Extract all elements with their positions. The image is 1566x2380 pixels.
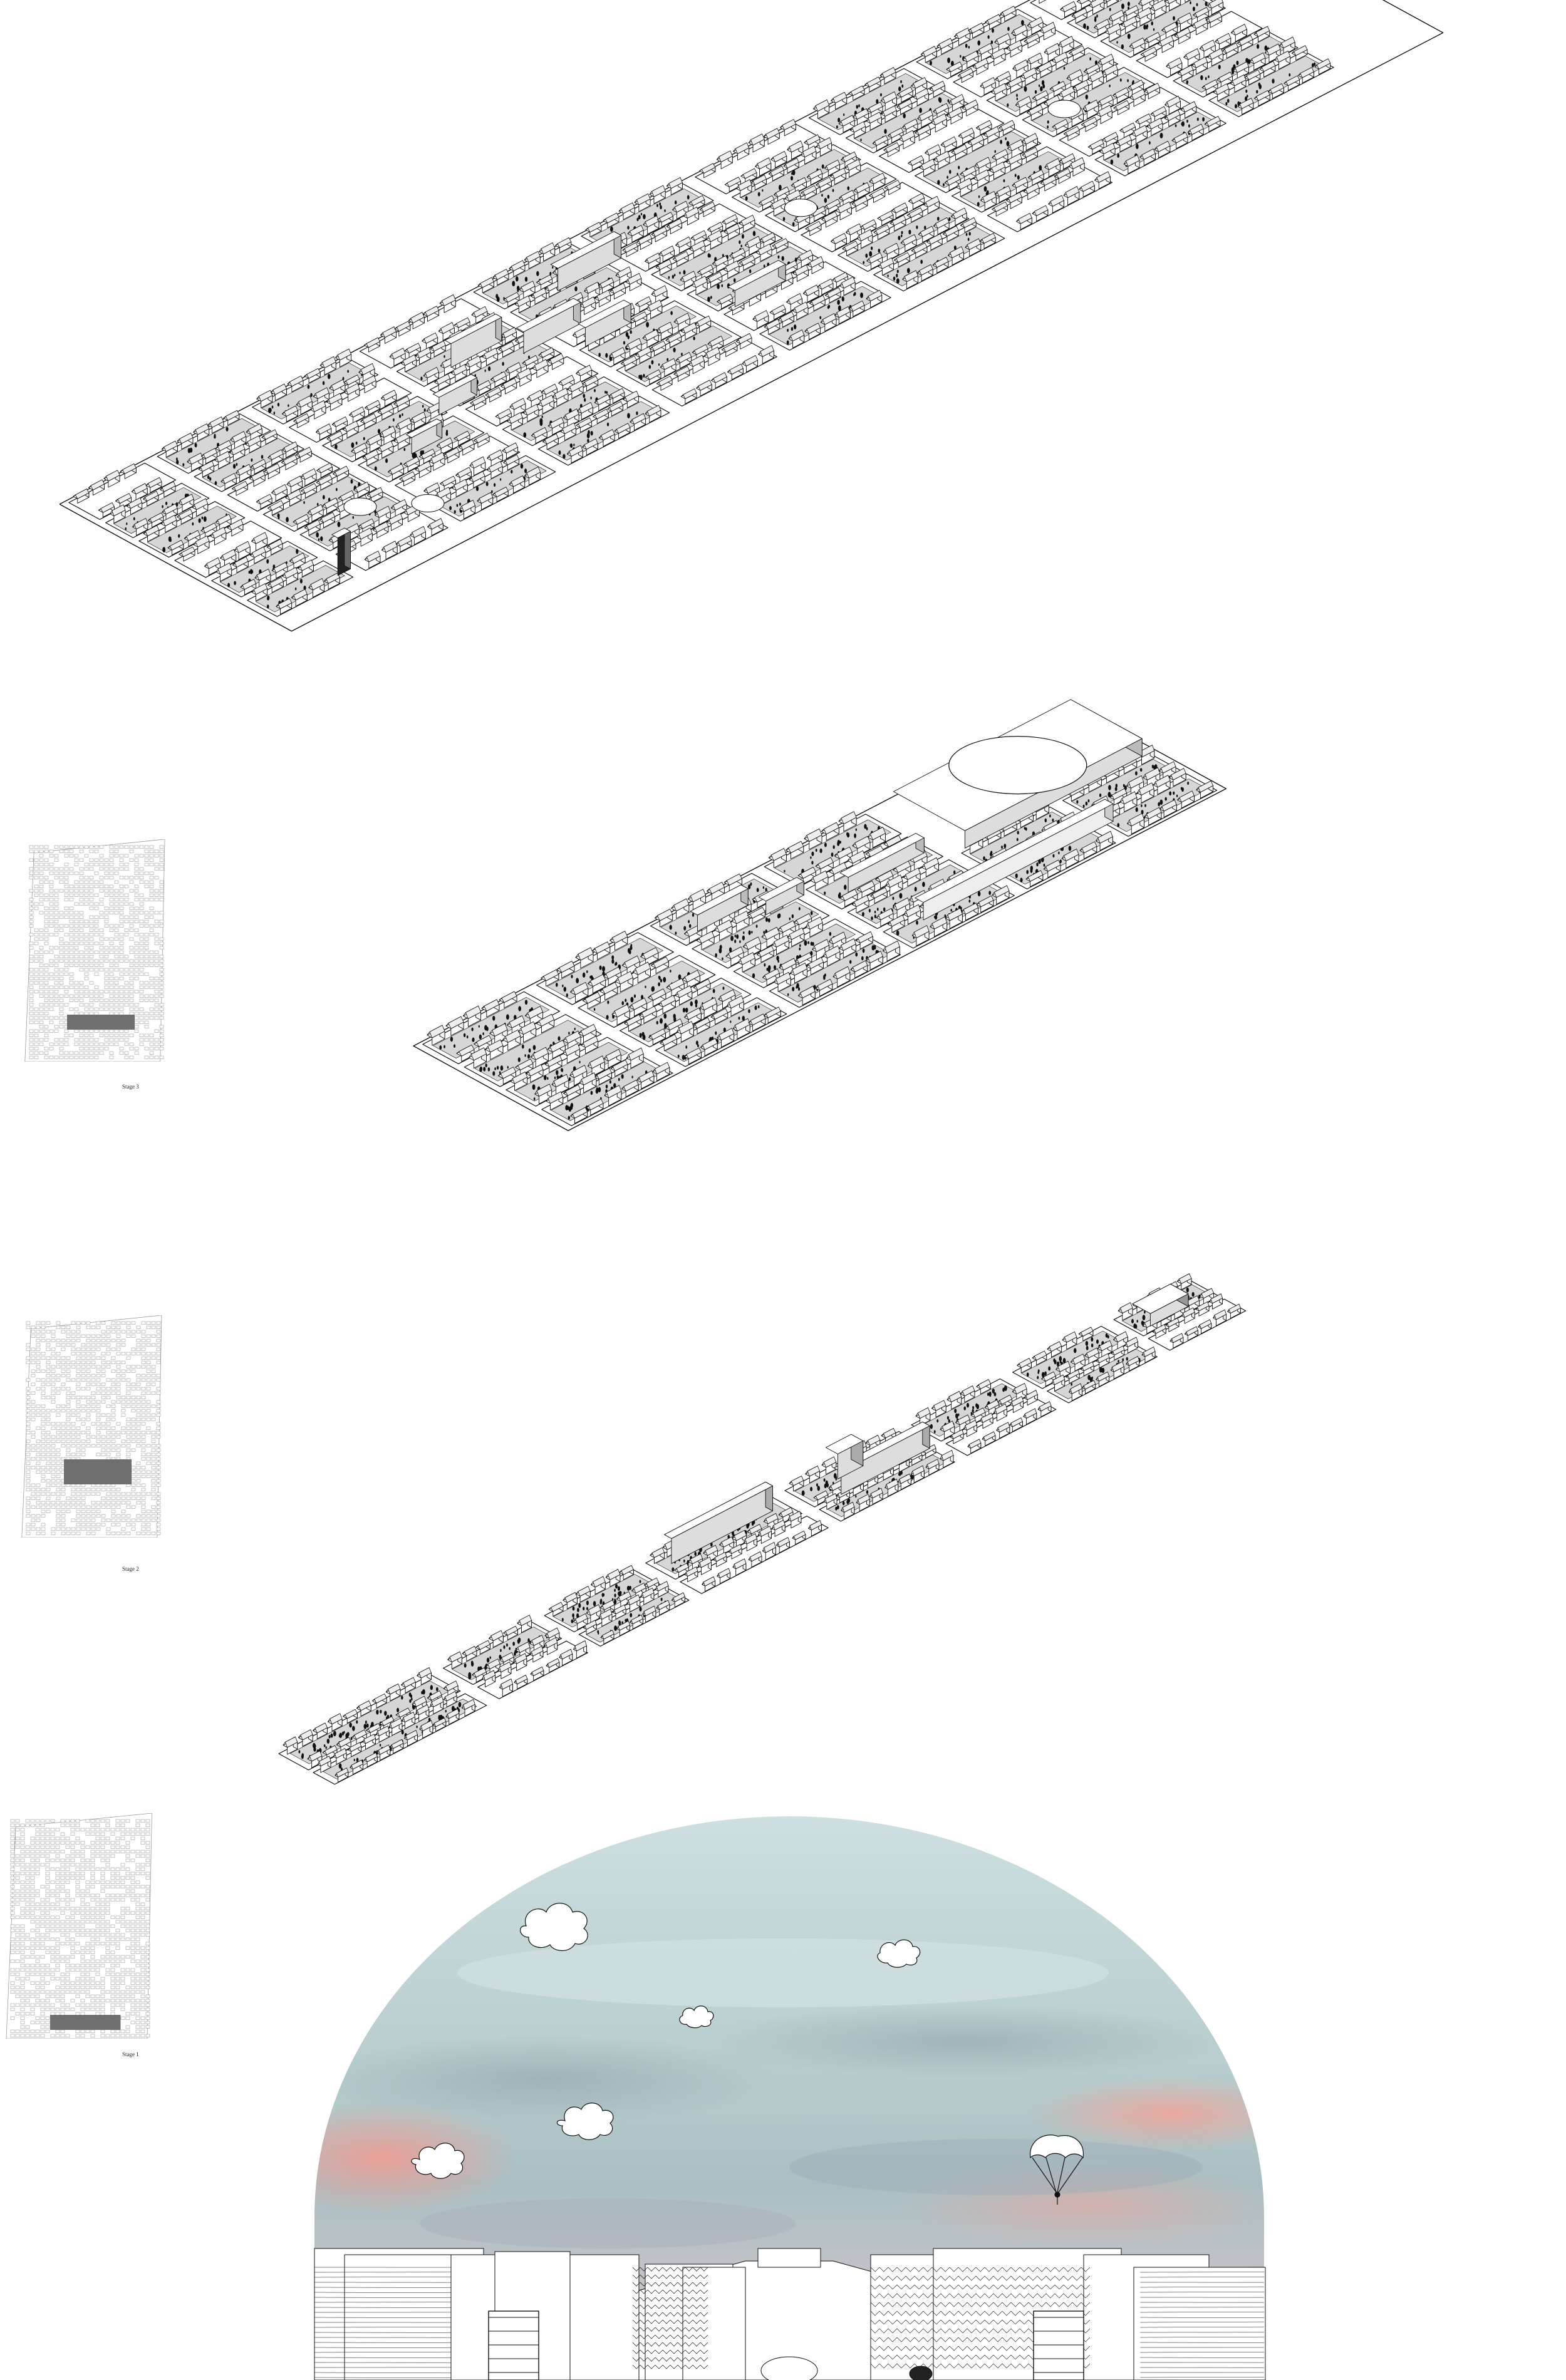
- cloud-icon: [411, 2143, 465, 2179]
- stage2-minimap: [19, 1315, 169, 1538]
- axonometric-panel-3: [276, 1058, 1566, 1829]
- cloud-icon: [520, 1903, 588, 1952]
- dome-perspective-view: [307, 1816, 1272, 2380]
- axonometric-panel-2: [407, 670, 1328, 1190]
- district-axonometric-stage3: [413, 699, 1227, 1131]
- district-axonometric-stage2: [278, 1273, 1247, 1785]
- street-skyline: [314, 2248, 1266, 2380]
- street-perspective-dome: [314, 1816, 1266, 2380]
- stage1-minimap: [3, 1813, 160, 2039]
- stage3-minimap: [22, 839, 172, 1062]
- stage1-label: Stage 1: [122, 2051, 139, 2057]
- axonometric-panel-1: [60, 0, 1456, 833]
- district-axonometric-full: [60, 0, 1444, 632]
- stage3-label: Stage 3: [122, 1084, 139, 1090]
- cloud-icon: [877, 1939, 921, 1968]
- cloud-icon: [556, 2103, 614, 2140]
- stage2-label: Stage 2: [122, 1566, 139, 1572]
- cloud-icon: [679, 2005, 714, 2029]
- parachute-icon: [1030, 2134, 1084, 2205]
